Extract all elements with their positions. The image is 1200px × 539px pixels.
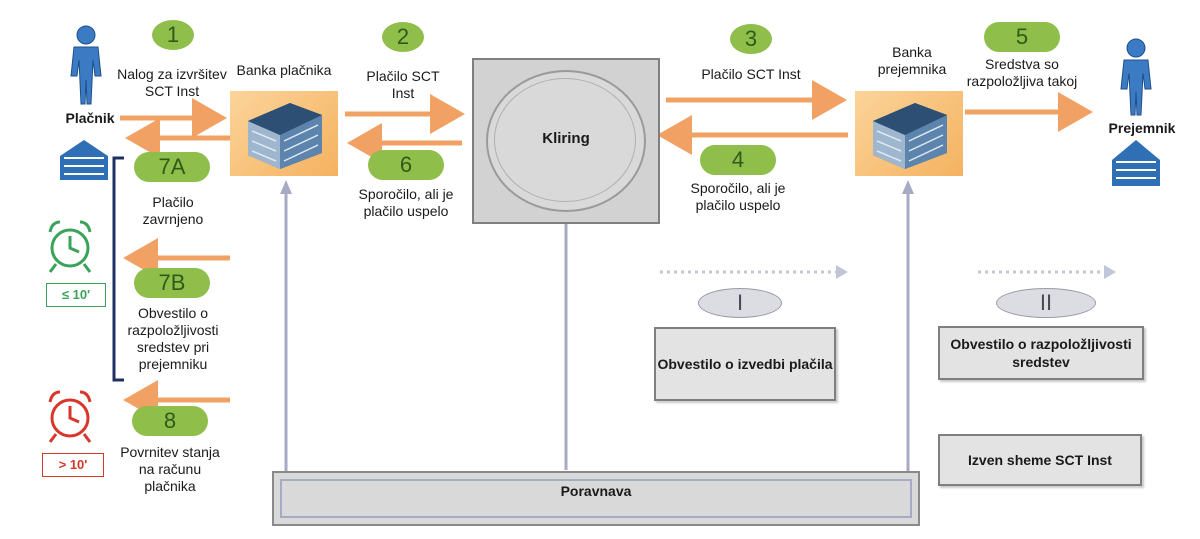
payer-bank-label: Banka plačnika (236, 62, 332, 78)
payer-label: Plačnik (65, 110, 115, 126)
clearing-label: Kliring (542, 130, 590, 147)
legend-box-II: Obvestilo o razpoložljivosti sredstev (938, 326, 1144, 380)
step-4-text: Sporočilo, ali je plačilo uspelo (690, 180, 786, 213)
building-icon (248, 103, 322, 169)
payee-bank-building (855, 91, 963, 176)
legend-badge-II: II (996, 288, 1096, 318)
payee-label: Prejemnik (1108, 120, 1176, 136)
step-1-badge: 1 (152, 20, 194, 50)
step-7a-badge: 7A (134, 152, 210, 182)
step-1-text: Nalog za izvršitev SCT Inst (117, 66, 227, 99)
green-alarm-clock-icon (48, 220, 92, 273)
step-8-text: Povrnitev stanja na računu plačnika (120, 444, 220, 494)
step-6-badge: 6 (368, 150, 444, 180)
legend-box-I: Obvestilo o izvedbi plačila (654, 327, 836, 401)
step-3-text: Plačilo SCT Inst (701, 66, 801, 82)
step-8-badge: 8 (132, 406, 208, 436)
step-7a-text: Plačilo zavrnjeno (142, 194, 204, 227)
step-5-text: Sredstva so razpoložljiva takoj (966, 56, 1078, 89)
settlement-arrowhead-payee-bank (902, 180, 914, 194)
step-6-text: Sporočilo, ali je plačilo uspelo (358, 186, 454, 219)
timer-within-10-min: ≤ 10' (46, 283, 106, 307)
payee-bank-label: Banka prejemnika (877, 44, 947, 77)
payee-person-icon (1120, 38, 1152, 116)
settlement-inner-frame (280, 479, 912, 518)
clearing-ring-inner (494, 78, 636, 202)
payer-person-icon (70, 25, 102, 105)
payee-bank-building-icon (1112, 140, 1160, 186)
settlement-lines (280, 180, 914, 506)
clearing-box: Kliring (472, 58, 660, 224)
dotted-arrows (660, 265, 1116, 279)
legend-badge-I: I (698, 288, 782, 318)
step-4-badge: 4 (700, 145, 776, 175)
settlement-label: Poravnava (560, 483, 632, 499)
flow-arrows (120, 80, 1093, 420)
step-7b-badge: 7B (134, 268, 210, 298)
step-5-badge: 5 (984, 22, 1060, 52)
response-bracket (112, 156, 124, 382)
step-3-badge: 3 (730, 24, 772, 54)
settlement-box: Poravnava (272, 471, 920, 526)
settlement-arrowhead-payer-bank (280, 180, 292, 194)
timer-over-10-min: > 10' (42, 453, 104, 477)
step-2-badge: 2 (382, 22, 424, 52)
building-icon (873, 103, 947, 169)
red-alarm-clock-icon (48, 390, 92, 443)
legend-box-outside-scheme: Izven sheme SCT Inst (938, 434, 1142, 486)
payer-bank-building-icon (60, 140, 108, 180)
payer-bank-building (230, 91, 338, 176)
step-2-text: Plačilo SCT Inst (366, 68, 440, 101)
step-7b-text: Obvestilo o razpoložljivosti sredstev pr… (127, 305, 219, 372)
